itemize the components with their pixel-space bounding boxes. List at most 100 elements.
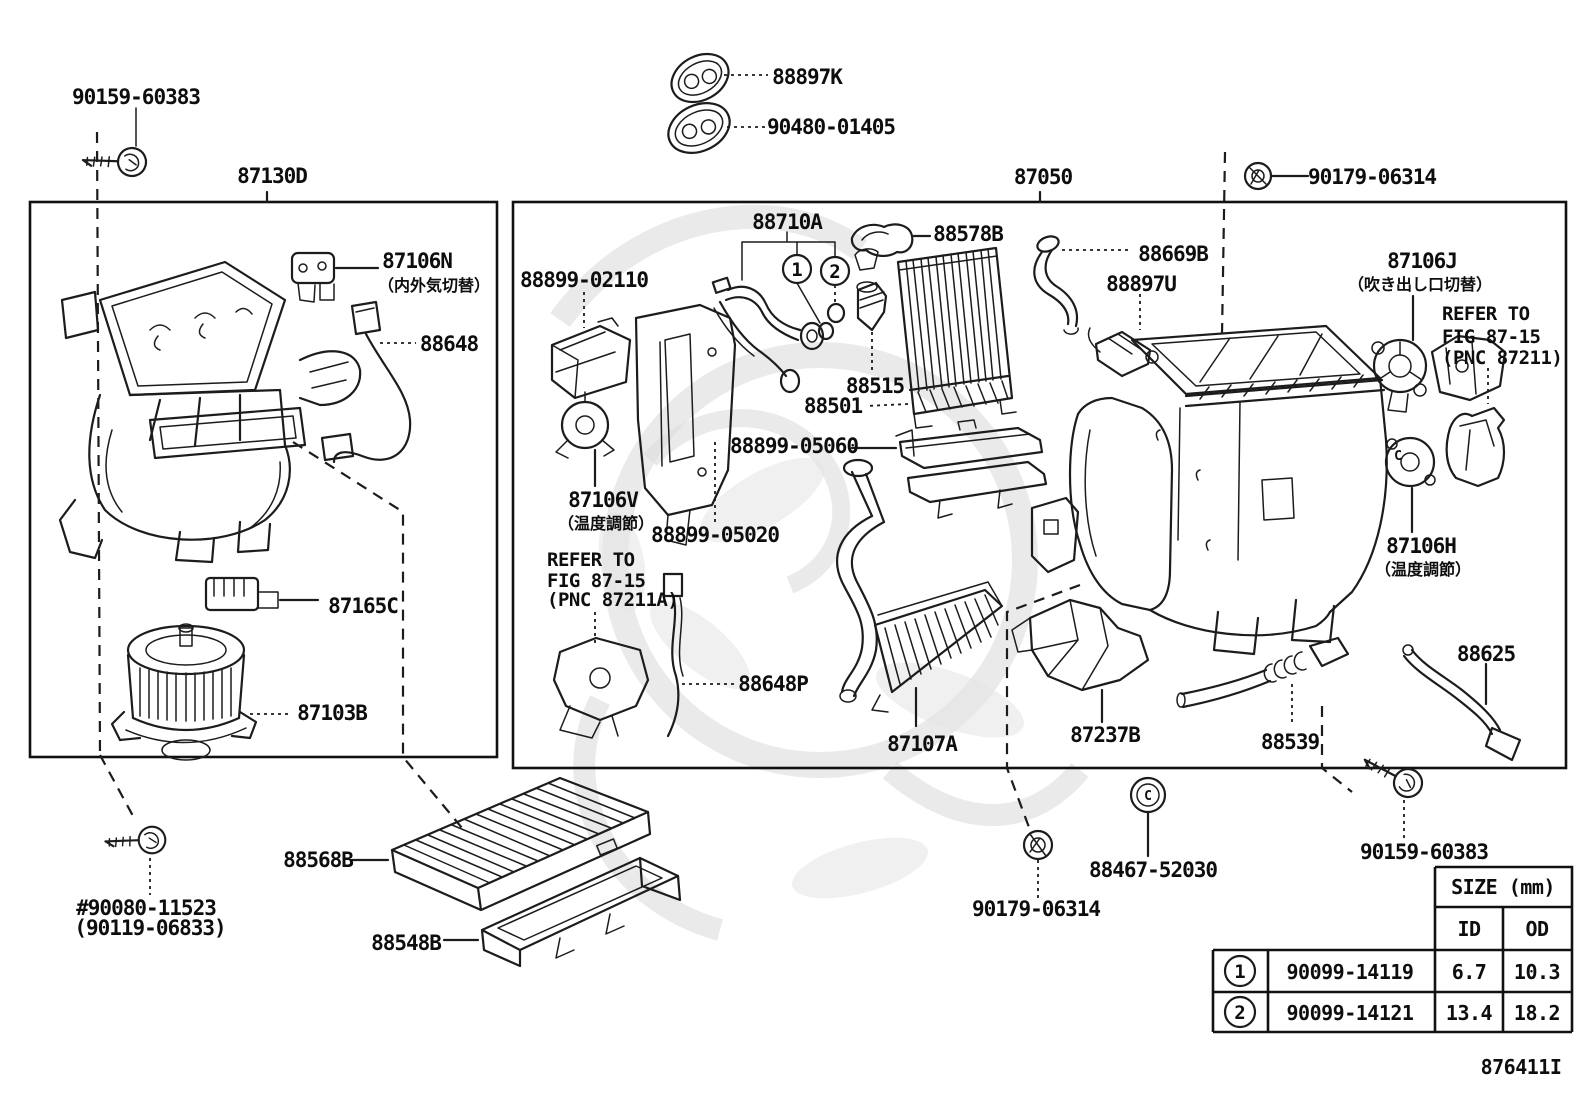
blower-harness-drawing: [320, 300, 416, 464]
table-col-od: OD: [1525, 917, 1549, 941]
watermark: [550, 204, 1089, 941]
row-marker: 2: [1234, 1002, 1245, 1024]
row-od: 18.2: [1514, 1001, 1560, 1025]
label-blower-motor: 87103B: [297, 701, 367, 725]
label-resistor: 87165C: [328, 594, 398, 618]
label-box-right: 87050: [1014, 165, 1073, 189]
label-packing-upper: 88899-05060: [730, 434, 858, 458]
label-heater-core: 87107A: [887, 732, 958, 756]
label-filter-frame: 88548B: [371, 931, 441, 955]
table-col-id: ID: [1457, 917, 1481, 941]
refer-left-line3: (PNC 87211A): [547, 589, 678, 611]
label-grommet-top2: 90480-01405: [767, 115, 895, 139]
screw-bottom-right: [1359, 757, 1426, 838]
row-part-no: 90099-14121: [1287, 1001, 1414, 1025]
row-part-no: 90099-14119: [1287, 960, 1414, 984]
thermistor-drawing: [1087, 294, 1159, 378]
blower-housing-drawing: [58, 260, 362, 564]
air-duct-drawing: [550, 292, 632, 400]
bolt-top-right: [1243, 161, 1310, 191]
heater-pipes-drawing: [836, 458, 886, 703]
refer-left-servo-drawing: [552, 612, 650, 739]
label-harness-temp: 88648P: [738, 672, 808, 696]
label-grommet-top: 88897K: [772, 65, 843, 89]
label-aspirator-hose: 88539: [1261, 730, 1320, 754]
lower-duct-drawing: [1011, 598, 1150, 724]
refer-right-line1: REFER TO: [1442, 303, 1530, 325]
dashed-leader-lines: [95, 131, 1353, 831]
label-pipe-assy: 88710A: [752, 210, 823, 234]
evaporator-drawing: [865, 246, 1017, 429]
note-servo-temp: （温度調節）: [558, 514, 654, 533]
filter-frame-drawing: [442, 856, 682, 968]
label-servo-temp: 87106V: [568, 488, 639, 512]
label-servo-temp-r: 87106H: [1386, 534, 1456, 558]
temp-servo-left-drawing: [555, 391, 615, 488]
heater-core-drawing: [871, 581, 1004, 728]
label-pipe-clamp: 88578B: [933, 222, 1003, 246]
screw-top-left: [81, 107, 151, 191]
label-packing-lower: 88899-05020: [651, 523, 779, 547]
row-marker: 1: [1234, 961, 1245, 983]
refer-left-line2: FIG 87-15: [547, 570, 646, 592]
row-id: 13.4: [1446, 1001, 1493, 1025]
label-thermistor: 88897U: [1106, 272, 1176, 296]
label-filter: 88568B: [283, 848, 353, 872]
figure-code: 876411I: [1481, 1055, 1562, 1079]
table-row: 1 90099-14119 6.7 10.3: [1223, 954, 1561, 988]
label-screw-br: 90159-60383: [1360, 840, 1488, 864]
pipe-assy-drawing: [711, 231, 851, 394]
label-harness-blower: 88648: [420, 332, 479, 356]
resistor-drawing: [204, 576, 320, 612]
packing-lower-panel-drawing: [634, 303, 737, 546]
grommet-top2-icon: [667, 102, 731, 154]
nut-bottom-icon: [1022, 829, 1054, 898]
size-table: SIZE (mm) ID OD 1 90099-14119 6.7 10.3 2…: [1211, 865, 1574, 1034]
blower-motor-drawing: [110, 623, 292, 761]
label-screw-bl-alt: (90119-06833): [74, 916, 225, 940]
screw-bottom-left: [104, 818, 171, 895]
temp-harness-drawing: [662, 572, 734, 738]
label-water-hose: 88669B: [1138, 242, 1208, 266]
refer-left-line1: REFER TO: [547, 549, 635, 571]
temp-link-bracket-drawing: [1445, 406, 1506, 488]
temp-servo-right-drawing: C: [1384, 436, 1436, 534]
marker-2: 2: [829, 261, 840, 283]
label-screw-bl: #90080-11523: [76, 896, 216, 920]
label-nut-bottom: 90179-06314: [972, 897, 1100, 921]
label-servo-mode: 87106J: [1387, 249, 1457, 273]
aspirator-hose-drawing: [1176, 636, 1350, 726]
table-row: 2 90099-14121 13.4 18.2: [1223, 995, 1561, 1029]
row-id: 6.7: [1452, 960, 1487, 984]
water-hose-drawing: [1033, 235, 1132, 335]
table-title: SIZE (mm): [1451, 875, 1555, 899]
pipe-clamp-drawing: [850, 223, 932, 271]
expansion-valve-drawing: [856, 281, 888, 374]
clip-mark: C: [1394, 449, 1402, 464]
label-evaporator: 88501: [804, 394, 863, 418]
refer-right-line2: FIG 87-15: [1442, 326, 1541, 348]
grommet-top-icon: [670, 52, 730, 104]
row-od: 10.3: [1514, 960, 1560, 984]
blower-assembly-box: [28, 200, 499, 759]
marker-1: 1: [791, 259, 802, 281]
label-air-duct: 88899-02110: [520, 268, 648, 292]
right-harness-drawing: [1402, 644, 1522, 762]
label-servo-intake: 87106N: [382, 249, 452, 273]
refer-right-line3: (PNC 87211): [1442, 347, 1562, 369]
cabin-filter-drawing: [350, 776, 652, 912]
packing-upper-drawing: [850, 419, 1048, 519]
note-servo-intake: （内外気切替）: [378, 276, 490, 295]
mode-link-bracket-drawing: [1430, 334, 1507, 402]
label-grommet-retainer: 88467-52030: [1089, 858, 1217, 882]
label-screw-top-left: 90159-60383: [72, 85, 200, 109]
note-servo-mode: （吹き出し口切替）: [1348, 275, 1492, 294]
intake-servo-drawing: [290, 251, 380, 303]
label-exp-valve: 88515: [846, 374, 905, 398]
part-labels: 90159-60383 87130D 88897K 90480-01405 87…: [72, 65, 1563, 955]
clip-mark: C: [1144, 789, 1152, 804]
grommet-retainer-icon: C: [1129, 776, 1167, 858]
label-screw-top-right: 90179-06314: [1308, 165, 1436, 189]
